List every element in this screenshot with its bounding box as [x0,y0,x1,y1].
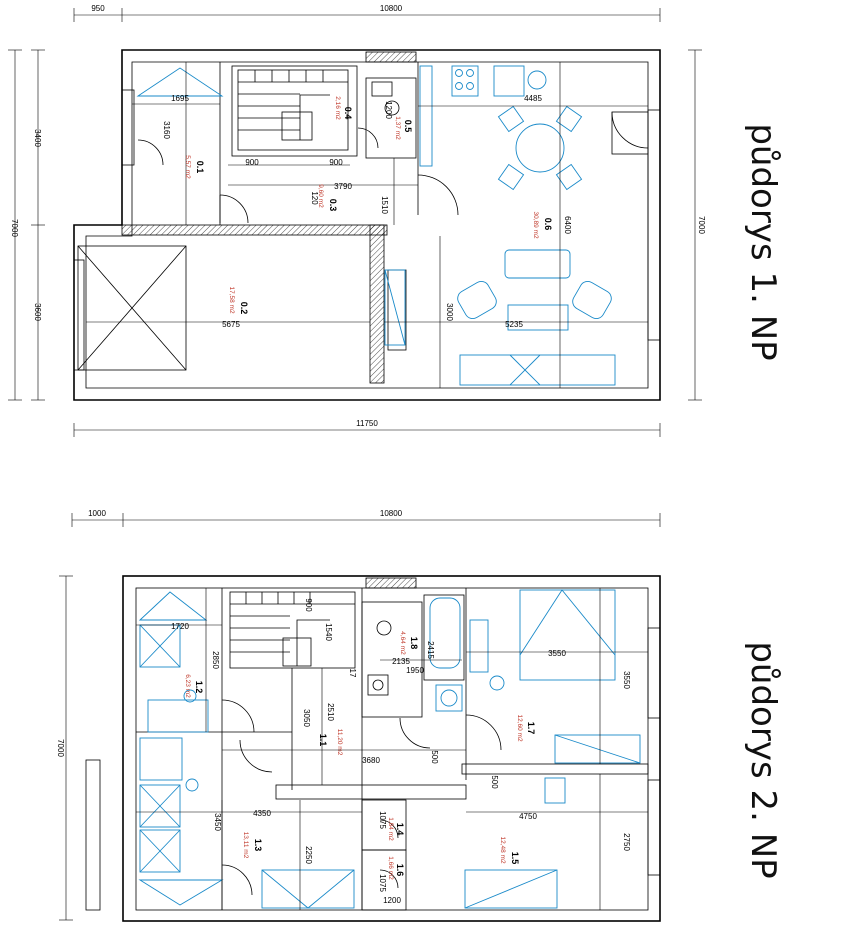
f2-inner-dim: 4350 [253,809,271,818]
f2-room-area: 1,66 m2 [387,856,394,880]
f1-room-id: 0.4 [343,107,353,120]
f2-room-id: 1.4 [395,823,405,836]
f2-inner-dim: 1540 [324,623,333,641]
floor-2-internal-dim-lines [136,588,648,910]
floor-1-staircase [237,69,349,151]
f2-room-area: 4,64 m2 [399,631,406,655]
f1-inner-dim: 6400 [563,216,572,234]
f2-room-area: 1,84 m2 [387,817,394,841]
f2-inner-dim: 1075 [378,811,387,829]
f2-room-area: 13,11 m2 [242,832,249,859]
floor-1-dimension-lines [8,8,702,437]
f1-room-area: 5,57 m2 [184,155,191,179]
f2-room-id: 1.5 [510,852,520,865]
f2-dim-top-left: 1000 [88,509,106,518]
f1-room-id: 0.1 [195,161,205,174]
floor-2-staircase [229,591,356,669]
f2-inner-dim: 3050 [302,709,311,727]
f1-dim-left-lower: 3600 [33,303,42,321]
f1-dim-left-upper: 3400 [33,129,42,147]
f2-inner-dim: 2850 [211,651,220,669]
f2-room-id: 1.3 [253,839,263,852]
f1-room-id: 0.3 [328,199,338,212]
f2-inner-dim: 17 [348,669,357,678]
f1-inner-dim: 3790 [334,182,352,191]
floor-1-labels: 950 10800 11750 7000 3400 3600 7000 1695… [10,4,783,428]
f2-inner-dim: 1720 [171,622,189,631]
f2-room-area: 12,48 m2 [499,836,506,863]
f1-dim-top-main: 10800 [380,4,403,13]
f2-inner-dim: 1950 [406,666,424,675]
f1-inner-dim: 5235 [505,320,523,329]
f2-room-id: 1.6 [395,864,405,877]
f1-dim-right-total: 7000 [697,216,706,234]
f2-inner-dim: 2510 [326,703,335,721]
f2-dim-left-total: 7000 [56,739,65,757]
f2-inner-dim: 3550 [548,649,566,658]
f1-room-id: 0.5 [403,120,413,133]
floor-1-doors [137,111,649,224]
f2-inner-dim: 500 [490,775,499,789]
f1-room-id: 0.6 [543,218,553,231]
f1-dim-bottom: 11750 [356,419,378,428]
f1-inner-dim: 3000 [445,303,454,321]
f1-inner-dim: 900 [245,158,259,167]
f2-inner-dim: 900 [304,598,313,612]
floor-1-stair-void [77,245,187,371]
f2-room-area: 11,20 m2 [336,729,343,756]
f2-room-id: 1.7 [526,722,536,735]
f2-inner-dim: 500 [430,750,439,764]
f1-dim-left-total: 7000 [10,219,19,237]
f1-inner-dim: 5675 [222,320,240,329]
f2-room-area: 12,60 m2 [516,714,523,741]
f2-dim-top-main: 10800 [380,509,403,518]
floor-1-title: půdorys 1. NP [743,123,783,360]
floor-2-bathroom [367,620,392,696]
f1-room-area: 2,16 m2 [334,96,341,120]
f2-inner-dim: 4750 [519,812,537,821]
f2-room-id: 1.2 [194,681,204,694]
f2-inner-dim: 3680 [362,756,380,765]
f2-inner-dim: 2250 [304,846,313,864]
floor-2-doors [221,699,502,896]
f1-inner-dim: 3160 [162,121,171,139]
f1-room-id: 0.2 [239,302,249,315]
f1-inner-dim: 4485 [524,94,542,103]
floor-2-title: půdorys 2. NP [743,641,783,878]
f1-room-area: 30,89 m2 [532,211,539,238]
f1-inner-dim: 1695 [171,94,189,103]
f2-room-id: 1.8 [409,637,419,650]
f1-room-area: 9,60 m2 [317,184,324,208]
f1-inner-dim: 120 [310,191,319,205]
floor-2-walls [85,575,661,922]
floor-1-bathroom [371,81,400,116]
f2-inner-dim: 1075 [378,874,387,892]
f1-inner-dim: 1510 [380,196,389,214]
f2-inner-dim: 2135 [392,657,410,666]
f1-dim-top-left: 950 [91,4,105,13]
f2-inner-dim: 2415 [426,641,435,659]
f2-inner-dim: 3450 [213,813,222,831]
floor-1-walls [73,49,661,401]
floor-2-plan [59,513,661,922]
f1-room-area: 17,58 m2 [228,286,235,313]
f2-inner-dim: 2750 [622,833,631,851]
f2-room-id: 1.1 [318,734,328,747]
f2-inner-dim: 3550 [622,671,631,689]
floor-1-internal-dim-lines [86,62,648,388]
floor-1-furniture [136,65,616,386]
f1-room-area: 1,37 m2 [394,116,401,140]
f2-room-area: 6,23 m2 [184,674,191,698]
f1-inner-dim: 900 [329,158,343,167]
f1-inner-dim: 1200 [384,101,393,119]
floor-2-labels: 1000 10800 7000 1720 2850 900 1540 2135 … [56,509,783,905]
floor-2-furniture [138,589,641,909]
f2-inner-dim: 1200 [383,896,401,905]
floor-2-dimension-lines [59,513,661,921]
floor-1-plan [8,8,702,437]
